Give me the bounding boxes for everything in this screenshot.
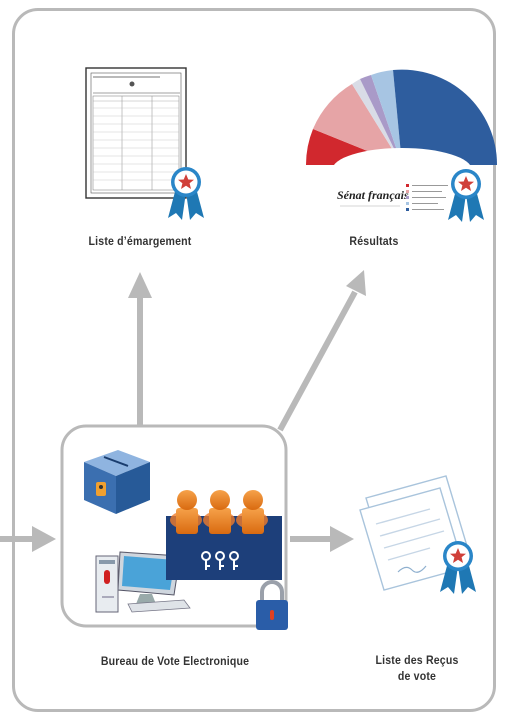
arrow-to-recus [290, 526, 354, 552]
keys-icon [201, 551, 239, 570]
arrow-to-liste-emargement [128, 272, 152, 426]
award-ribbon-icon [448, 169, 484, 222]
chart-icon: Sénat français [305, 69, 498, 211]
computer-icon [95, 551, 191, 613]
arrow-to-resultats [277, 270, 366, 432]
arrow-from-left [0, 526, 56, 552]
padlock-icon [256, 580, 288, 630]
label-liste-emargement: Liste d’émargement [88, 234, 192, 248]
label-liste-recus: Liste des Reçus de vote [360, 652, 474, 684]
award-ribbon-icon [168, 167, 204, 220]
chart-title: Sénat français [337, 188, 409, 202]
label-resultats: Résultats [349, 234, 399, 248]
label-liste-recus-line2: de vote [397, 669, 437, 683]
label-bureau-vote: Bureau de Vote Electronique [100, 654, 250, 668]
award-ribbon-icon [440, 541, 476, 594]
label-liste-recus-line1: Liste des Reçus [375, 653, 459, 667]
ballot-box-icon [84, 450, 150, 514]
document-icon [85, 67, 187, 199]
voters-icon [166, 490, 282, 580]
